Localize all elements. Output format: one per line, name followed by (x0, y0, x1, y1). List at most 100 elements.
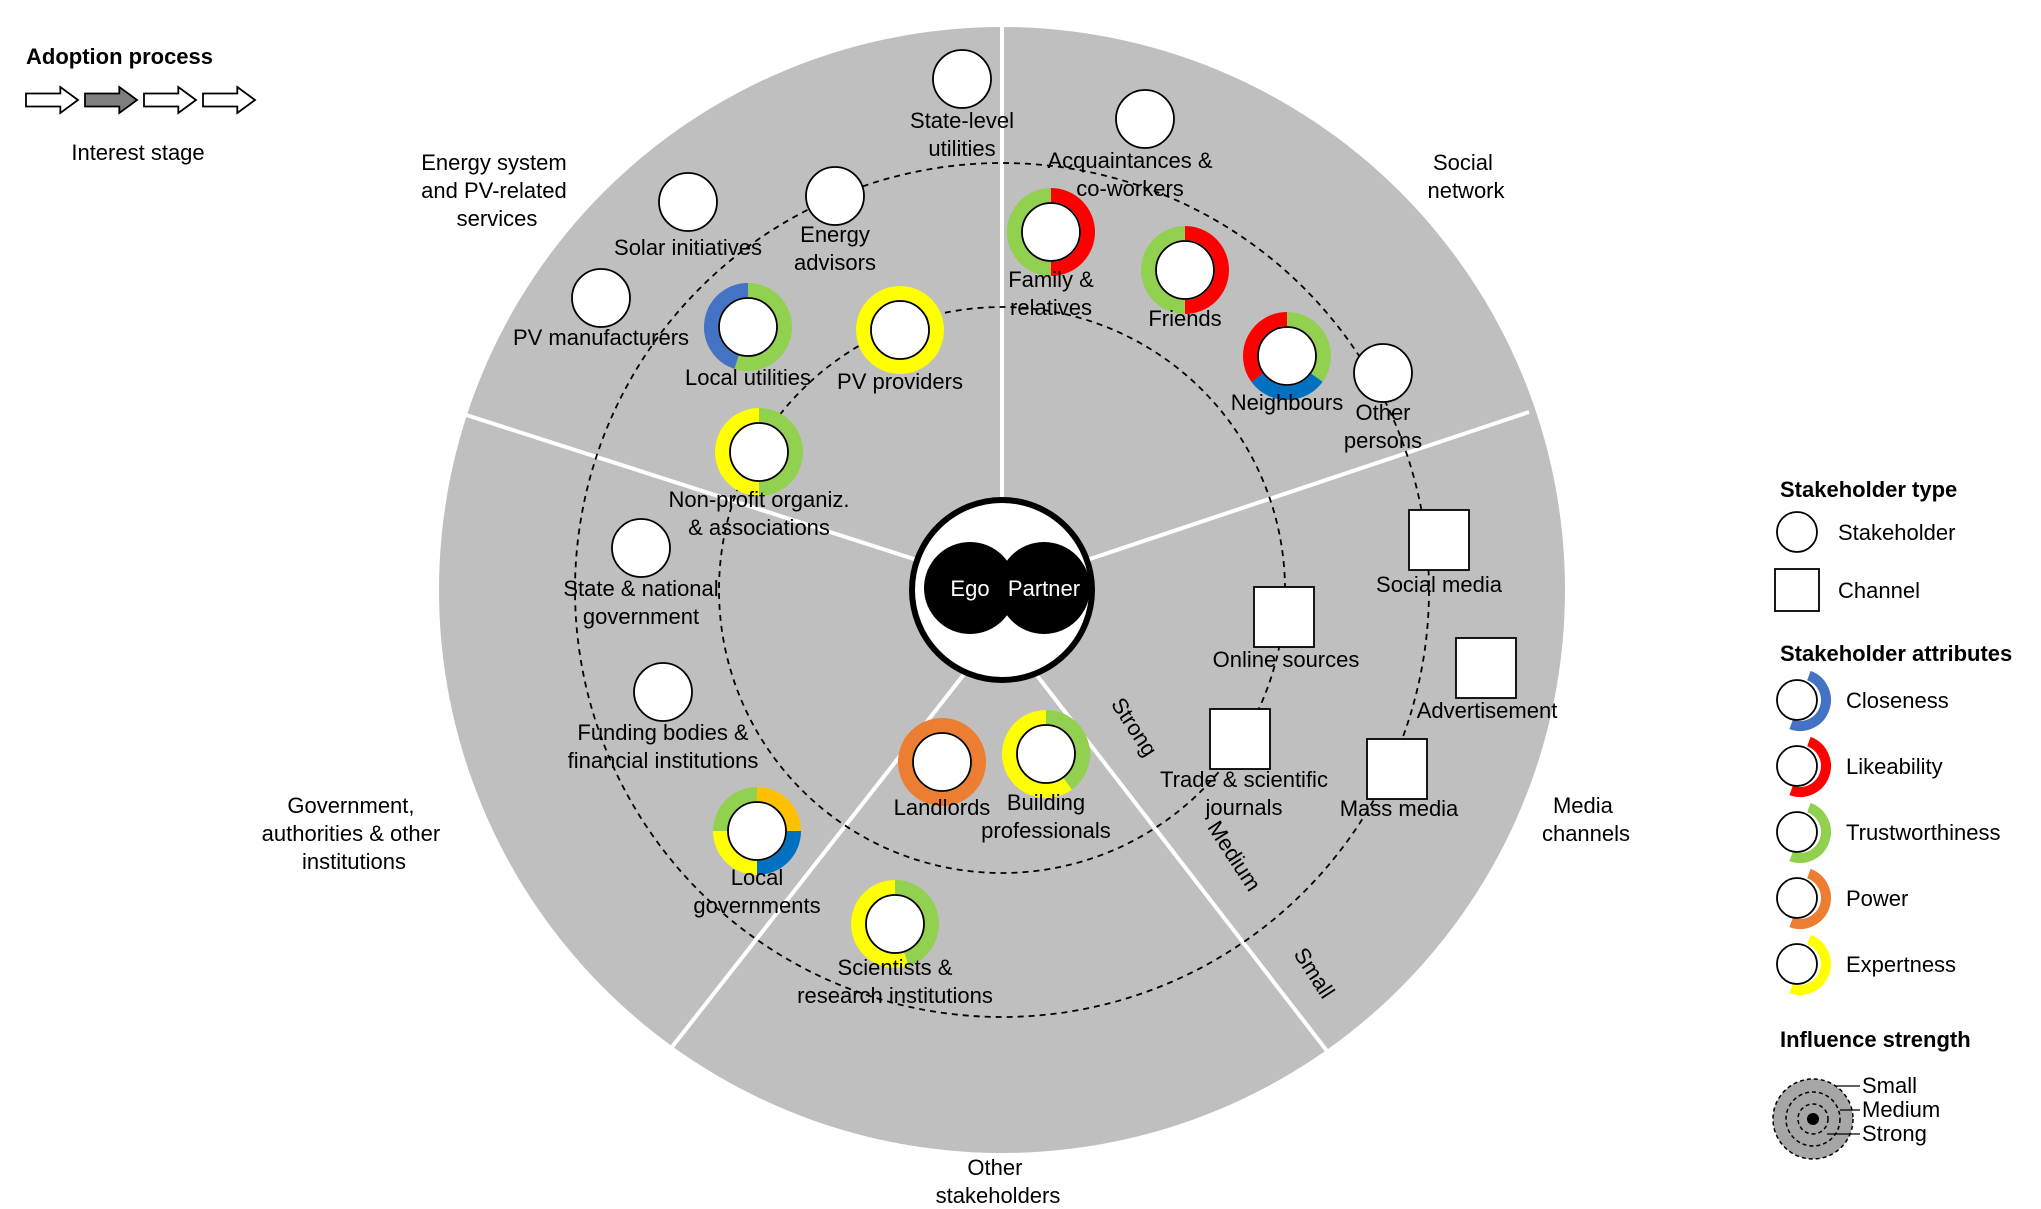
legend-stakeholder-label: Stakeholder (1838, 520, 1955, 545)
node-label: Mass media (1340, 796, 1459, 821)
legend-attr-likeability: Likeability (1776, 736, 1943, 797)
sector-divider (1086, 410, 1530, 562)
legend-attr-label: Likeability (1846, 754, 1943, 779)
node-label: PV providers (837, 369, 963, 394)
attribute-ring-power_alt (756, 787, 801, 832)
legend-attr-label: Trustworthiness (1846, 820, 2000, 845)
stakeholder-circle (1155, 240, 1215, 300)
attribute-ring-closeness (704, 283, 749, 369)
partner-node (998, 542, 1090, 634)
legend-type-title: Stakeholder type (1780, 477, 1957, 502)
sector-label-other: Other stakeholders (936, 1155, 1061, 1208)
legend-attr-power: Power (1776, 868, 1908, 929)
stakeholder-circle (727, 801, 787, 861)
node-family: Family &relatives (1007, 188, 1095, 320)
attribute-ring-trustworthiness (1286, 312, 1331, 382)
node-non-profit: Non-profit organiz.& associations (669, 408, 850, 540)
stakeholder-circle (912, 732, 972, 792)
wheel: Strong Medium Small Ego Partner Energy s… (262, 27, 1630, 1208)
legend-attr-arc (1789, 736, 1831, 797)
channel-square (1209, 708, 1271, 770)
node-label: Friends (1148, 306, 1221, 331)
node-advertisement: Advertisement (1417, 637, 1557, 723)
node-label: Solar initiatives (614, 235, 762, 260)
node-label: PV manufacturers (513, 325, 689, 350)
node-scientists: Scientists &research institutions (797, 880, 993, 1008)
adoption-process: Adoption process Interest stage (25, 44, 257, 165)
legend: Stakeholder type Stakeholder Channel Sta… (1772, 477, 2012, 1160)
attribute-ring-power (898, 718, 986, 806)
legend-stakeholder-symbol (1776, 511, 1818, 553)
node-label: Non-profit organiz.& associations (669, 487, 850, 540)
node-landlords: Landlords (894, 718, 991, 820)
legend-attr-arc (1789, 670, 1831, 731)
node-label: Scientists &research institutions (797, 955, 993, 1008)
legend-attr-circle (1776, 679, 1818, 721)
attribute-ring-closeness_alt (756, 830, 801, 875)
ego-node (924, 542, 1016, 634)
attribute-ring-trustworthiness (1141, 226, 1186, 314)
attribute-ring-expertness (1002, 710, 1072, 798)
legend-ring-strong (1797, 1103, 1829, 1135)
sector-label-media: Media channels (1542, 793, 1630, 846)
node-neighbours: Neighbours (1231, 312, 1344, 415)
ego-partner-center: Ego Partner (909, 497, 1095, 683)
legend-attributes: ClosenessLikeabilityTrustworthinessPower… (1776, 670, 2000, 995)
stakeholder-circle (1016, 724, 1076, 784)
node-label: Neighbours (1231, 390, 1344, 415)
channel-square (1366, 738, 1428, 800)
adoption-stage-label: Interest stage (71, 140, 204, 165)
sector-label-energy: Energy system and PV-related services (421, 150, 573, 231)
node-funding-bodies: Funding bodies &financial institutions (568, 662, 759, 773)
sector-label-government: Government, authorities & other institut… (262, 793, 447, 874)
legend-attr-label: Expertness (1846, 952, 1956, 977)
stakeholder-circle (718, 297, 778, 357)
sector-dividers (459, 27, 1530, 1053)
ring-small (574, 162, 1430, 1018)
attribute-ring-closeness_alt (1251, 373, 1323, 400)
attribute-ring-trustworthiness (713, 787, 758, 832)
node-online-sources: Online sources (1213, 586, 1359, 672)
sector-divider (459, 411, 918, 562)
stakeholder-circle (571, 268, 631, 328)
attribute-ring-expertness (856, 286, 944, 374)
process-arrow (143, 85, 198, 115)
attribute-ring-trustworthiness (1007, 188, 1052, 276)
stakeholder-circle (865, 894, 925, 954)
node-label: Landlords (894, 795, 991, 820)
node-friends: Friends (1141, 226, 1229, 331)
attribute-ring-likeability (1243, 312, 1288, 382)
legend-attributes-title: Stakeholder attributes (1780, 641, 2012, 666)
adoption-process-title: Adoption process (26, 44, 213, 69)
attribute-ring-trustworthiness (758, 408, 803, 496)
sector-label-social: Social network (1427, 150, 1505, 203)
attribute-ring-trustworthiness (1045, 710, 1090, 790)
stakeholder-circle (1257, 326, 1317, 386)
legend-attr-trustworthiness: Trustworthiness (1776, 802, 2000, 863)
stakeholder-circle (1115, 89, 1175, 149)
legend-center-dot (1807, 1113, 1819, 1125)
node-label: Funding bodies &financial institutions (568, 720, 759, 773)
process-arrow (25, 85, 80, 115)
legend-attr-arc (1789, 868, 1831, 929)
process-arrow-active (84, 85, 139, 115)
legend-attr-circle (1776, 943, 1818, 985)
node-label: Local utilities (685, 365, 811, 390)
channel-square (1253, 586, 1315, 648)
legend-channel-label: Channel (1838, 578, 1920, 603)
node-social-media: Social media (1376, 509, 1503, 597)
legend-influence-symbol: Small Medium Strong (1772, 1073, 1940, 1160)
node-mass-media: Mass media (1340, 738, 1459, 821)
legend-attr-circle (1776, 745, 1818, 787)
